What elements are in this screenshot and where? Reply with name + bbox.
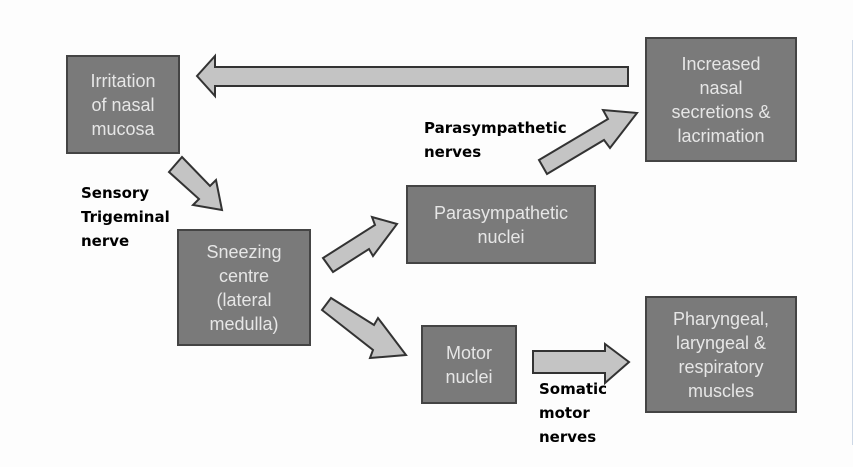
arrow-feedback-to-irritation xyxy=(195,53,629,99)
label-parasympathetic-nerves: Parasympathetic nerves xyxy=(424,119,567,161)
arrow-parasympathetic-to-secretions xyxy=(537,108,639,176)
node-pharyngeal-laryngeal-respiratory-muscles: Pharyngeal, laryngeal & respiratory musc… xyxy=(645,296,797,413)
arrow-sneezing-to-parasympathetic-nuclei xyxy=(321,215,399,274)
label-sensory-trigeminal-nerve: Sensory Trigeminal nerve xyxy=(81,184,170,250)
arrow-sneezing-to-motor-nuclei xyxy=(320,296,408,360)
node-sneezing-centre: Sneezing centre (lateral medulla) xyxy=(177,229,311,346)
arrow-motor-to-muscles xyxy=(532,342,631,386)
node-increased-nasal-secretions: Increased nasal secretions & lacrimation xyxy=(645,37,797,162)
node-parasympathetic-nuclei: Parasympathetic nuclei xyxy=(406,185,596,264)
node-irritation-of-nasal-mucosa: Irritation of nasal mucosa xyxy=(66,55,180,154)
arrow-irritation-to-sneezing-centre xyxy=(167,155,224,212)
label-somatic-motor-nerves: Somatic motor nerves xyxy=(539,380,608,446)
node-motor-nuclei: Motor nuclei xyxy=(421,325,517,404)
